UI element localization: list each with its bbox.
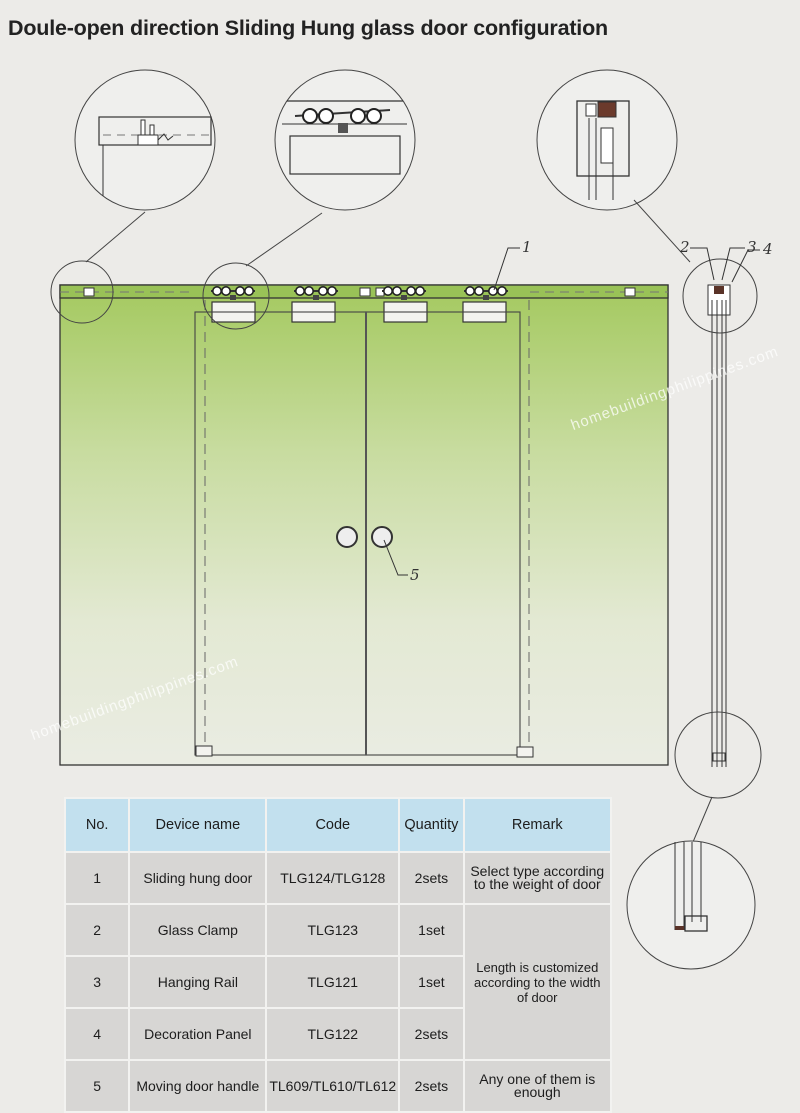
front-elevation — [59, 284, 669, 766]
cell-name: Hanging Rail — [128, 955, 268, 1009]
cell-no: 5 — [63, 1059, 131, 1113]
side-section — [626, 258, 762, 970]
table-header-row: No. Device name Code Quantity Remark — [63, 797, 613, 853]
cell-no: 2 — [63, 903, 131, 957]
callout-1: 1 — [522, 238, 532, 256]
header-device-name: Device name — [128, 797, 268, 853]
detail-section-top — [536, 69, 691, 263]
table-row: 3 Hanging Rail TLG121 1set — [63, 955, 611, 1009]
detail-stopper — [74, 69, 216, 211]
cell-qty: 1set — [398, 903, 465, 957]
detail-roller — [274, 69, 416, 211]
cell-code: TL609/TL610/TL612 — [265, 1059, 401, 1113]
cell-code: TLG124/TLG128 — [265, 851, 401, 905]
cell-qty: 1set — [398, 955, 465, 1009]
cell-qty: 2sets — [398, 851, 465, 905]
cell-no: 1 — [63, 851, 131, 905]
table-row: 4 Decoration Panel TLG122 2sets — [63, 1007, 611, 1061]
callout-4: 4 — [762, 240, 773, 258]
cell-no: 4 — [63, 1007, 131, 1061]
table-row: 1 Sliding hung door TLG124/TLG128 2sets … — [63, 851, 613, 905]
header-no: No. — [63, 797, 131, 853]
table-row: 5 Moving door handle TL609/TL610/TL612 2… — [63, 1059, 613, 1113]
header-quantity: Quantity — [398, 797, 465, 853]
callout-3: 3 — [747, 238, 757, 256]
cell-code: TLG121 — [265, 955, 401, 1009]
spec-table: No. Device name Code Quantity Remark 1 S… — [63, 797, 613, 1113]
callout-5: 5 — [410, 566, 420, 584]
cell-name: Glass Clamp — [128, 903, 268, 957]
header-code: Code — [265, 797, 401, 853]
table-row: 2 Glass Clamp TLG123 1set Length is cust… — [63, 903, 613, 1061]
callout-2: 2 — [679, 238, 690, 256]
page-title: Doule-open direction Sliding Hung glass … — [8, 16, 608, 40]
header-remark: Remark — [462, 797, 613, 853]
cell-name: Decoration Panel — [128, 1007, 268, 1061]
cell-qty: 2sets — [398, 1059, 465, 1113]
cell-code: TLG122 — [265, 1007, 401, 1061]
cell-remark: Select type according to the weight of d… — [462, 851, 613, 905]
cell-remark: Any one of them is enough — [462, 1059, 613, 1113]
cell-qty: 2sets — [398, 1007, 465, 1061]
cell-code: TLG123 — [265, 903, 401, 957]
cell-name: Moving door handle — [128, 1059, 268, 1113]
callout-leaders — [383, 247, 760, 576]
cell-name: Sliding hung door — [128, 851, 268, 905]
cell-remark: Length is customized according to the wi… — [462, 903, 613, 1061]
cell-no: 3 — [63, 955, 131, 1009]
